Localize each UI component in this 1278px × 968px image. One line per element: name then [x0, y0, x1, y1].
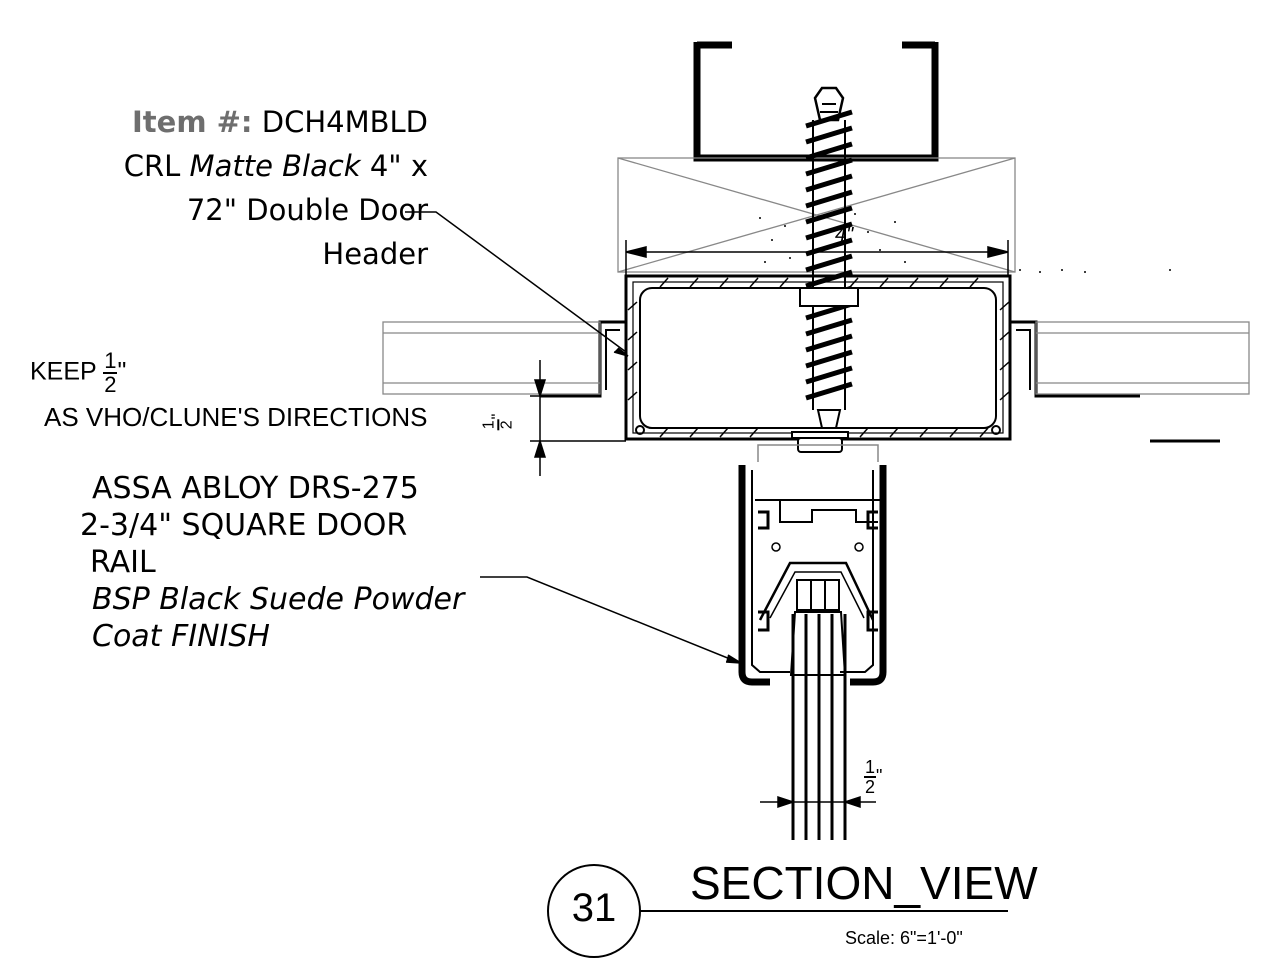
header-width-label: 4" — [835, 224, 854, 246]
gap-unit: " — [489, 413, 507, 420]
item-size: 4" x — [369, 149, 428, 183]
gap-fraction: 1 2 — [480, 419, 516, 431]
rail-line-1: ASSA ABLOY DRS-275 — [92, 471, 419, 506]
glass-frac-den: 2 — [865, 777, 876, 797]
header-width-dimension — [625, 240, 1009, 276]
keep-prefix: KEEP — [30, 357, 97, 386]
gap-frac-den: 2 — [498, 420, 516, 430]
door-rail — [738, 444, 887, 686]
keep-suffix: " — [117, 357, 127, 386]
blocking-box — [617, 157, 1016, 273]
ceiling-panels — [382, 321, 1250, 395]
rail-finish-1: BSP Black Suede Powder — [92, 582, 465, 617]
glass-door — [791, 614, 847, 840]
rail-line-3: RAIL — [90, 545, 156, 580]
rail-note: ASSA ABLOY DRS-275 2-3/4" SQUARE DOOR RA… — [80, 470, 464, 655]
scale-text: Scale: 6"=1'-0" — [845, 928, 963, 948]
rail-line-2: 2-3/4" SQUARE DOOR — [80, 508, 408, 543]
item-note: Item #: DCH4MBLD CRL Matte Black 4" x 72… — [60, 100, 428, 276]
leader-lines — [405, 211, 742, 664]
keep-frac-num: 1 — [103, 348, 118, 374]
keep-frac-den: 2 — [104, 372, 117, 397]
rail-finish-2: Coat FINISH — [92, 619, 270, 654]
item-line-4: Header — [322, 237, 428, 271]
glass-unit: " — [876, 765, 883, 786]
item-number: DCH4MBLD — [261, 105, 428, 139]
gap-dimension-label: 1 2 " — [480, 413, 516, 431]
glass-dimension — [760, 795, 876, 809]
detail-number: 31 — [571, 886, 617, 930]
title-block — [547, 864, 1008, 958]
gap-frac-num: 1 — [480, 419, 500, 431]
directions-text: AS VHO/CLUNE'S DIRECTIONS — [44, 402, 428, 432]
item-brand: CRL — [123, 149, 181, 183]
stipple — [759, 213, 1171, 273]
item-label: Item #: — [132, 105, 253, 139]
anchor-screw — [791, 86, 859, 453]
keep-fraction: 1 2 — [103, 348, 118, 397]
glass-dimension-label: 1 2 " — [864, 758, 882, 796]
gap-dimension — [530, 360, 626, 476]
item-line-1: Item #: DCH4MBLD — [60, 100, 428, 144]
item-line-3: 72" Double Door — [186, 193, 428, 227]
keep-note: KEEP 1 2 " — [30, 350, 126, 396]
glass-frac-num: 1 — [864, 757, 877, 778]
item-line-2: CRL Matte Black 4" x — [60, 144, 428, 188]
glass-fraction: 1 2 — [864, 757, 877, 797]
section-title: SECTION_VIEW — [690, 857, 1038, 909]
item-finish: Matte Black — [189, 149, 361, 183]
